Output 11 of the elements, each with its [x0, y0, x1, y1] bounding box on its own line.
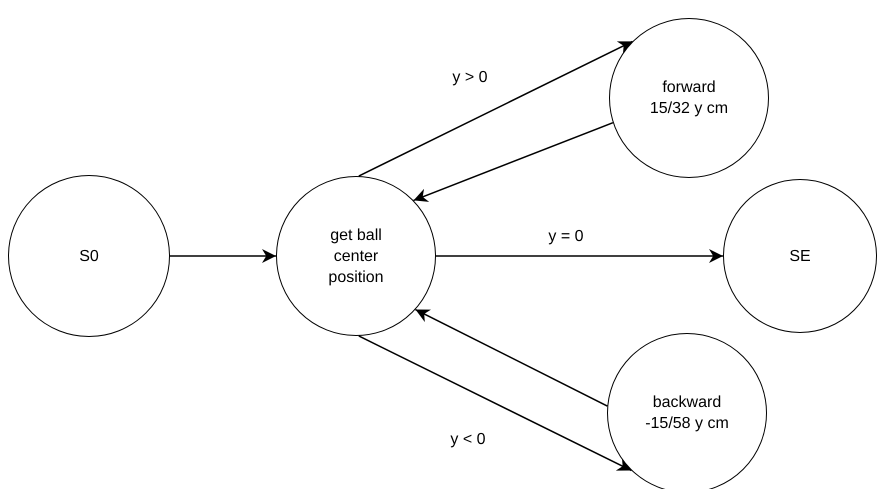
state-label: SE — [788, 246, 812, 266]
state-label: backward -15/58 y cm — [644, 393, 730, 434]
state-label: get ball center position — [327, 226, 385, 288]
arrow — [358, 40, 633, 177]
arrow — [415, 308, 608, 407]
arrow — [358, 335, 632, 472]
arrow — [436, 249, 723, 263]
arrow — [170, 249, 276, 263]
state-label: S0 — [78, 246, 100, 266]
arrow — [413, 122, 614, 202]
state-label: forward 15/32 y cm — [648, 78, 730, 119]
